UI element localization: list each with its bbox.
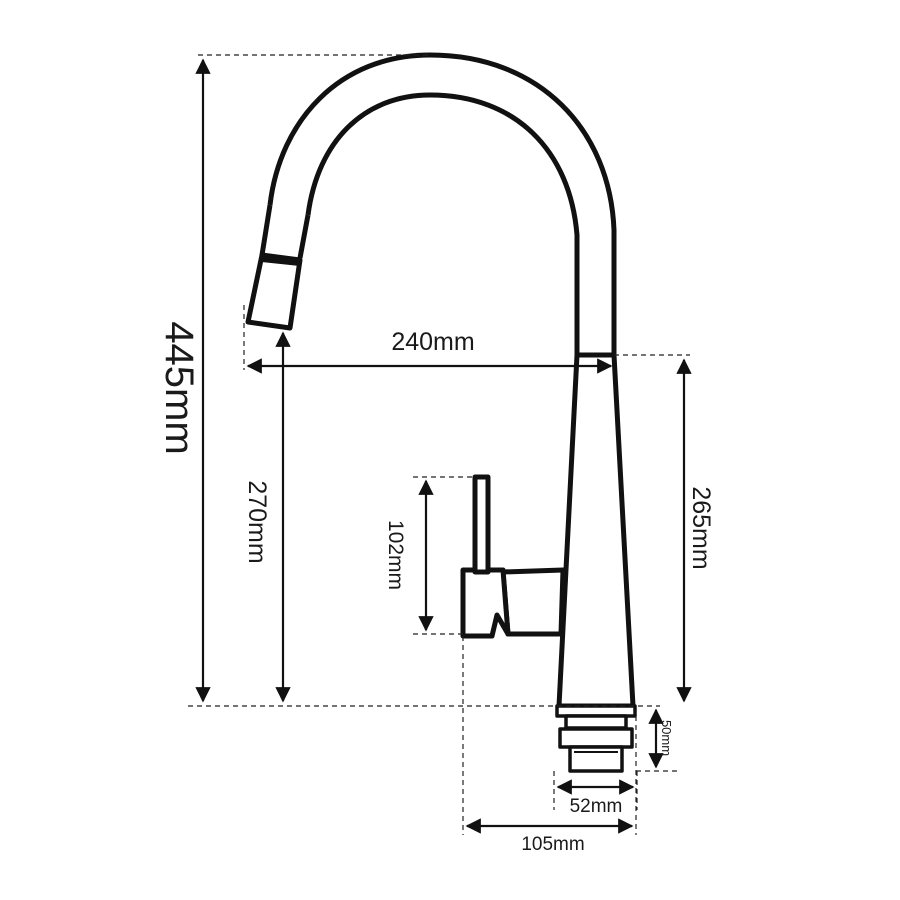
base-width-label: 105mm [521, 834, 584, 855]
extension-lines [188, 54, 690, 835]
mounting-shank [568, 745, 624, 773]
spray-head-band [261, 254, 301, 266]
handle-lever-stem [472, 474, 491, 575]
body-height-label: 265mm [687, 486, 715, 569]
faucet-body [556, 352, 636, 709]
faucet-outline [245, 52, 637, 773]
dimension-arrows [195, 58, 692, 834]
handle-height-label: 102mm [384, 520, 407, 590]
handle-connector [500, 567, 566, 637]
handle-lever-block [460, 567, 511, 639]
spout-hose-segment [259, 204, 311, 259]
base-ring [564, 714, 628, 730]
spout-outer-curve [267, 52, 617, 355]
shank-diameter-label: 52mm [570, 796, 623, 817]
spout-inner-curve [305, 92, 580, 355]
spray-head [245, 252, 303, 331]
dimension-labels: 445mm 240mm 270mm 265mm 102mm 50mm 52mm … [157, 321, 715, 855]
spout-height-label: 270mm [243, 480, 271, 563]
total-height-label: 445mm [157, 321, 201, 454]
mounting-nut [558, 727, 634, 749]
base-height-label: 50mm [659, 720, 674, 756]
spout-reach-label: 240mm [391, 328, 474, 356]
